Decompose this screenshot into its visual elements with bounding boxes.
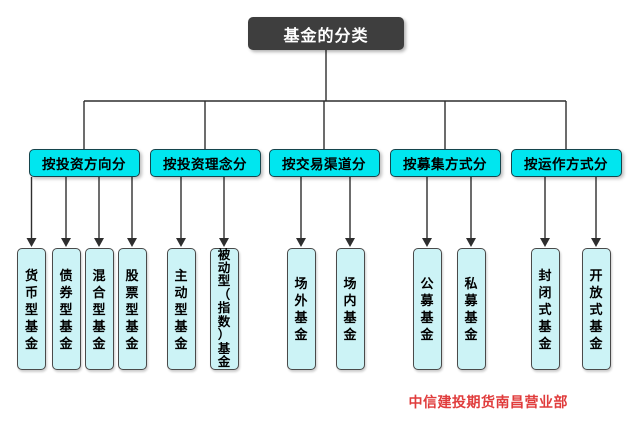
leaf-node-label: 场内基金 bbox=[343, 276, 357, 342]
category-node-label: 按投资方向分 bbox=[42, 157, 126, 172]
leaf-node: 公募基金 bbox=[412, 248, 442, 370]
category-node-label: 按募集方式分 bbox=[403, 157, 487, 172]
category-node-label: 按投资理念分 bbox=[163, 157, 247, 172]
leaf-node-label: 债券型基金 bbox=[59, 267, 73, 351]
leaf-node: 被动型（指数）基金 bbox=[209, 247, 239, 370]
leaf-node: 场内基金 bbox=[335, 248, 365, 370]
root-node: 基金的分类 bbox=[248, 17, 404, 50]
leaf-node: 混合型基金 bbox=[84, 248, 114, 370]
leaf-node: 股票型基金 bbox=[117, 248, 147, 370]
category-node: 按投资理念分 bbox=[149, 149, 261, 177]
leaf-node-label: 主动型基金 bbox=[174, 267, 188, 351]
category-node-label: 按交易渠道分 bbox=[282, 157, 366, 172]
root-node-label: 基金的分类 bbox=[283, 27, 369, 45]
leaf-node-label: 被动型（指数）基金 bbox=[217, 247, 231, 369]
category-node-label: 按运作方式分 bbox=[524, 157, 608, 172]
leaf-node: 封闭式基金 bbox=[530, 248, 560, 370]
leaf-node-label: 公募基金 bbox=[420, 276, 434, 342]
leaf-node: 主动型基金 bbox=[166, 248, 196, 370]
leaf-node: 货币型基金 bbox=[17, 248, 46, 370]
leaf-node: 债券型基金 bbox=[51, 248, 81, 370]
leaf-node: 场外基金 bbox=[286, 248, 316, 370]
category-node: 按交易渠道分 bbox=[268, 149, 380, 177]
category-node: 按运作方式分 bbox=[510, 149, 622, 177]
leaf-node-label: 股票型基金 bbox=[125, 267, 139, 351]
category-node: 按投资方向分 bbox=[28, 149, 140, 177]
leaf-node-label: 货币型基金 bbox=[24, 267, 38, 351]
leaf-node-label: 封闭式基金 bbox=[538, 267, 552, 351]
leaf-node-label: 场外基金 bbox=[294, 276, 308, 342]
leaf-node-label: 混合型基金 bbox=[92, 267, 106, 351]
leaf-node: 私募基金 bbox=[456, 248, 486, 370]
watermark-text: 中信建投期货南昌营业部 bbox=[408, 394, 568, 410]
category-node: 按募集方式分 bbox=[389, 149, 501, 177]
leaf-node-label: 开放式基金 bbox=[589, 267, 603, 351]
leaf-node-label: 私募基金 bbox=[464, 276, 478, 342]
leaf-node: 开放式基金 bbox=[581, 248, 611, 370]
